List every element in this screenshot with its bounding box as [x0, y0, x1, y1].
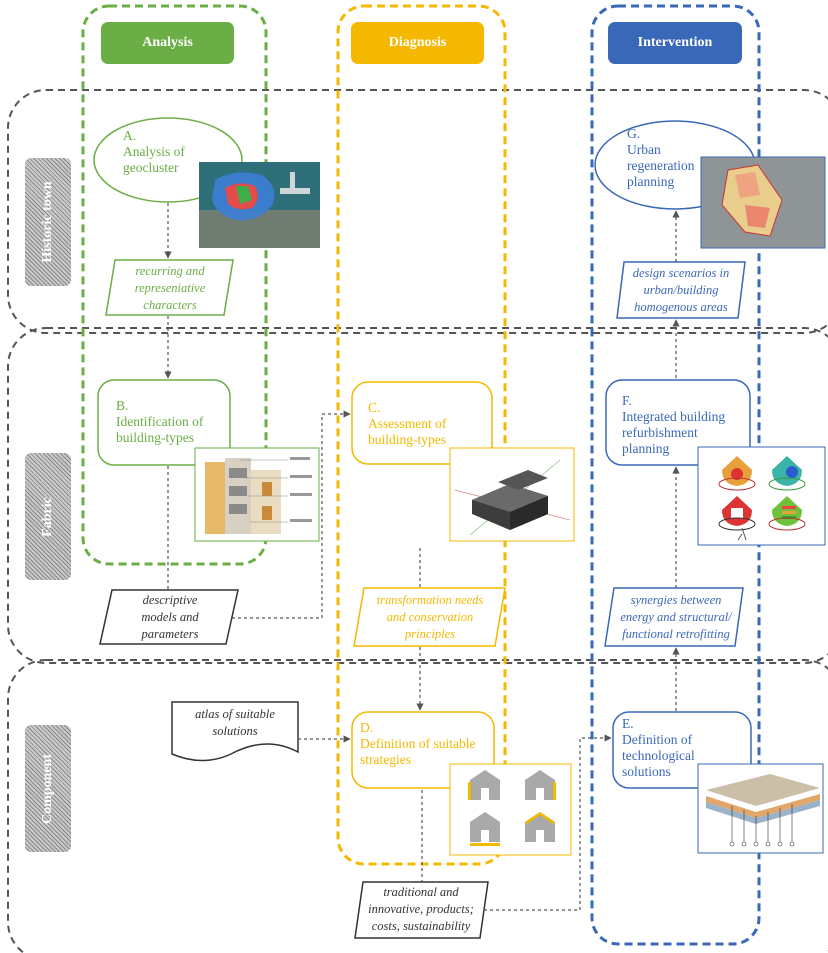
note-descriptive-line1: descriptive [142, 593, 198, 607]
node-b: B. Identification of building-types [116, 398, 228, 446]
node-d-title-line2: strategies [360, 752, 411, 767]
node-e: E. Definition of technological solutions [622, 716, 742, 780]
note-recurring-line2: represeniative [134, 281, 206, 295]
column-header-analysis-label: Analysis [142, 35, 193, 50]
node-a-title-line2: geocluster [123, 160, 179, 175]
note-transformation-line3: principles [405, 627, 455, 641]
house-icons-image [449, 763, 572, 856]
node-c-title-line1: Assessment of [368, 416, 447, 431]
note-synergies-shape [604, 587, 744, 647]
node-g: G. Urban regeneration planning [627, 126, 707, 190]
node-b-letter: B. [116, 398, 129, 413]
row-frame-historic-town [7, 89, 828, 334]
note-transformation-shape [353, 587, 506, 647]
node-e-letter: E. [622, 716, 634, 731]
node-e-title-line1: Definition of [622, 732, 693, 747]
note-recurring-line1: recurring and [135, 264, 205, 278]
note-synergies: synergies between energy and structural/… [606, 592, 746, 643]
row-label-fabric: Fabric [25, 453, 71, 580]
node-g-title-line2: regeneration [627, 158, 695, 173]
note-descriptive-line2: models and [141, 610, 199, 624]
node-b-shape [97, 379, 231, 466]
node-c-shape [351, 381, 493, 465]
note-traditional-shape [354, 881, 489, 939]
column-header-analysis: Analysis [101, 22, 234, 64]
node-d: D. Definition of suitable strategies [360, 720, 494, 768]
column-frame-analysis [81, 4, 268, 566]
node-g-title-line3: planning [627, 174, 675, 189]
note-design-line1: design scenarios in [632, 266, 730, 280]
node-a-title-line1: Analysis of [123, 144, 185, 159]
node-c-title-line2: building-types [368, 432, 446, 447]
note-transformation-line2: and conservation [386, 610, 474, 624]
node-b-title-line1: Identification of [116, 414, 204, 429]
node-f-title-line3: planning [622, 441, 670, 456]
node-c: C. Assessment of building-types [368, 400, 483, 448]
node-b-title-line2: building-types [116, 430, 194, 445]
note-recurring-shape [105, 259, 234, 316]
column-header-intervention-label: Intervention [637, 35, 713, 50]
note-descriptive-line3: parameters [141, 627, 199, 641]
note-synergies-line2: energy and structural/ [620, 610, 732, 624]
column-header-diagnosis: Diagnosis [351, 22, 484, 64]
note-descriptive-shape [99, 589, 239, 645]
note-design: design scenarios in urban/building homog… [618, 265, 744, 316]
note-traditional-line1: traditional and [383, 885, 459, 899]
note-design-shape [616, 261, 746, 319]
node-g-title-line1: Urban [627, 142, 661, 157]
note-atlas-shape [171, 701, 299, 762]
node-c-letter: C. [368, 400, 381, 415]
node-e-title-line3: solutions [622, 764, 671, 779]
note-atlas-line1: atlas of suitable [195, 707, 275, 721]
node-f-title-line1: Integrated building [622, 409, 726, 424]
row-frame-component [7, 659, 828, 953]
note-recurring-line3: characters [143, 298, 197, 312]
connector-trad-to-e [484, 734, 612, 911]
note-design-line3: homogenous areas [634, 300, 728, 314]
urban-map-image [700, 156, 826, 249]
note-traditional-line3: costs, sustainability [371, 919, 471, 933]
note-atlas-line2: solutions [212, 724, 258, 738]
note-traditional: traditional and innovative, products; co… [356, 884, 486, 935]
note-design-line2: urban/building [643, 283, 719, 297]
row-label-fabric-text: Fabric [40, 496, 55, 537]
note-traditional-line2: innovative, products; [368, 902, 474, 916]
note-descriptive: descriptive models and parameters [108, 592, 232, 643]
note-transformation-line1: transformation needs [376, 593, 484, 607]
node-f: F. Integrated building refurbishment pla… [622, 393, 747, 457]
refurbishment-house-icons [697, 446, 826, 546]
note-recurring: recurring and represeniative characters [110, 263, 230, 314]
node-d-letter: D. [360, 720, 374, 735]
note-synergies-line3: functional retrofitting [622, 627, 730, 641]
column-header-diagnosis-label: Diagnosis [388, 35, 447, 50]
wall-layers-image [697, 763, 824, 854]
column-header-intervention: Intervention [608, 22, 742, 64]
node-d-title-line1: Definition of suitable [360, 736, 476, 751]
building-section-image [194, 447, 320, 542]
node-a: A. Analysis of geocluster [123, 128, 223, 176]
node-a-letter: A. [123, 128, 137, 143]
geocluster-map-image [199, 162, 320, 248]
3d-building-image [449, 447, 575, 542]
row-label-historic-town: Historic town [25, 158, 71, 286]
node-e-title-line2: technological [622, 748, 695, 763]
note-synergies-line1: synergies between [630, 593, 722, 607]
node-f-title-line2: refurbishment [622, 425, 698, 440]
row-label-component: Component [25, 725, 71, 852]
node-g-letter: G. [627, 126, 641, 141]
note-transformation: transformation needs and conservation pr… [358, 592, 502, 643]
row-frame-fabric [7, 327, 828, 664]
note-atlas: atlas of suitable solutions [174, 706, 296, 740]
node-f-shape [605, 379, 751, 466]
row-label-component-text: Component [40, 753, 55, 824]
node-f-letter: F. [622, 393, 632, 408]
connector-desc-to-c [232, 410, 351, 619]
row-label-historic-town-text: Historic town [40, 181, 55, 263]
